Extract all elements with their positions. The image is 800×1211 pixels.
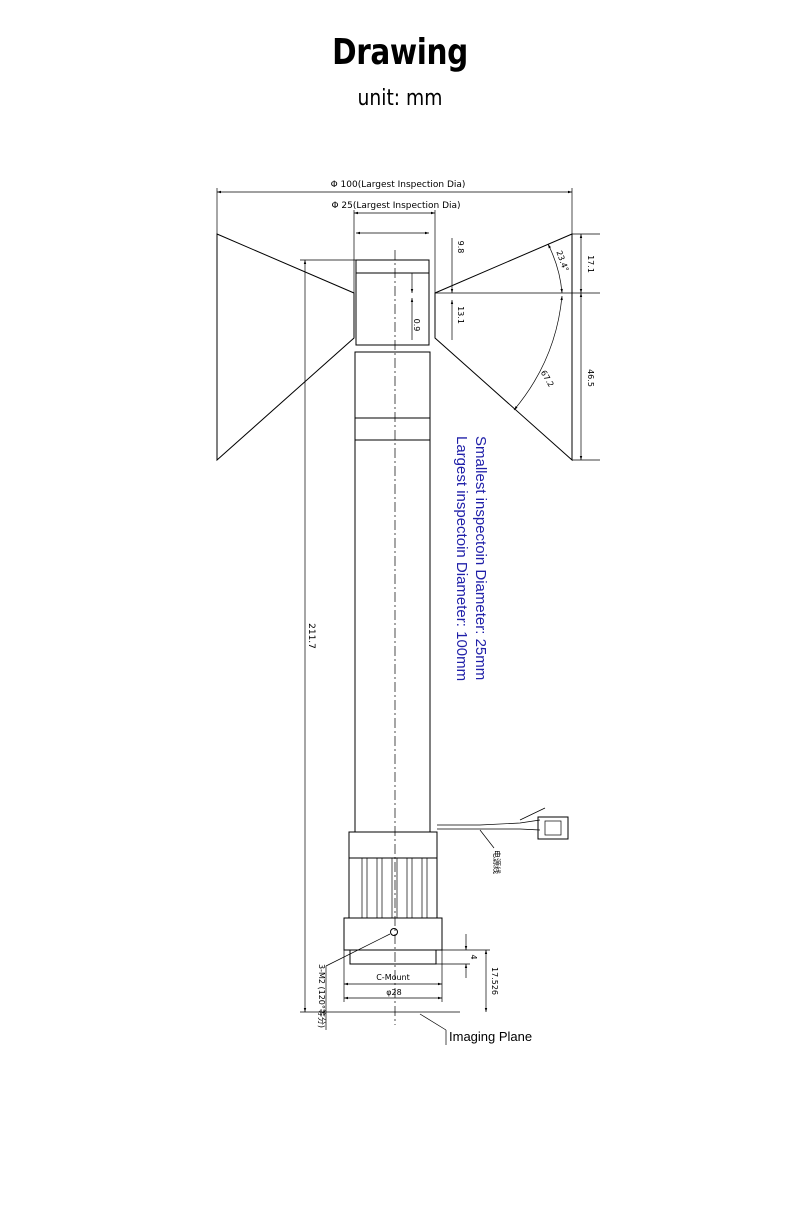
- focus-ring-knurl: [361, 858, 428, 918]
- left-inspection-cone: [216, 233, 355, 462]
- c-mount-thread: [349, 949, 437, 965]
- imaging-plane-label: Imaging Plane: [449, 1029, 532, 1044]
- lens-barrel: [354, 351, 431, 833]
- screw-callout: 3-M2 (120°等分): [317, 964, 327, 1028]
- dim-c-mount: C-Mount: [376, 973, 410, 982]
- page-title: Drawing: [332, 32, 468, 73]
- dim-4: 4: [469, 954, 478, 959]
- dim-angle-23-4: 23.4°: [554, 249, 570, 273]
- dim-0-9: 0.9: [412, 319, 421, 332]
- dim-17-1: 17.1: [586, 255, 595, 273]
- dim-total-length: 211.7: [306, 623, 316, 649]
- page-subtitle: unit: mm: [357, 86, 443, 111]
- dim-phi-28: φ28: [386, 988, 401, 997]
- dim-angle-67-2: 67.2: [539, 369, 556, 389]
- dim-largest-dia: Φ 100(Largest Inspection Dia): [331, 180, 466, 190]
- dim-13-1: 13.1: [456, 306, 465, 324]
- note-largest-diameter: Largest inspectoin Diameter: 100mm: [453, 436, 470, 681]
- right-inspection-cone: [434, 233, 573, 462]
- screw-hole: [390, 928, 398, 936]
- dim-46-5: 46.5: [586, 369, 595, 387]
- mount-body: [343, 917, 443, 951]
- cable-callout: 电源线: [492, 850, 502, 874]
- dim-17-526: 17.526: [490, 967, 499, 995]
- dim-9-8: 9.8: [456, 241, 465, 254]
- lens-collar: [348, 831, 438, 859]
- note-smallest-diameter: Smallest inspectoin Diameter: 25mm: [472, 436, 489, 680]
- dim-smallest-dia: Φ 25(Largest Inspection Dia): [331, 201, 460, 211]
- power-cable: [437, 807, 569, 849]
